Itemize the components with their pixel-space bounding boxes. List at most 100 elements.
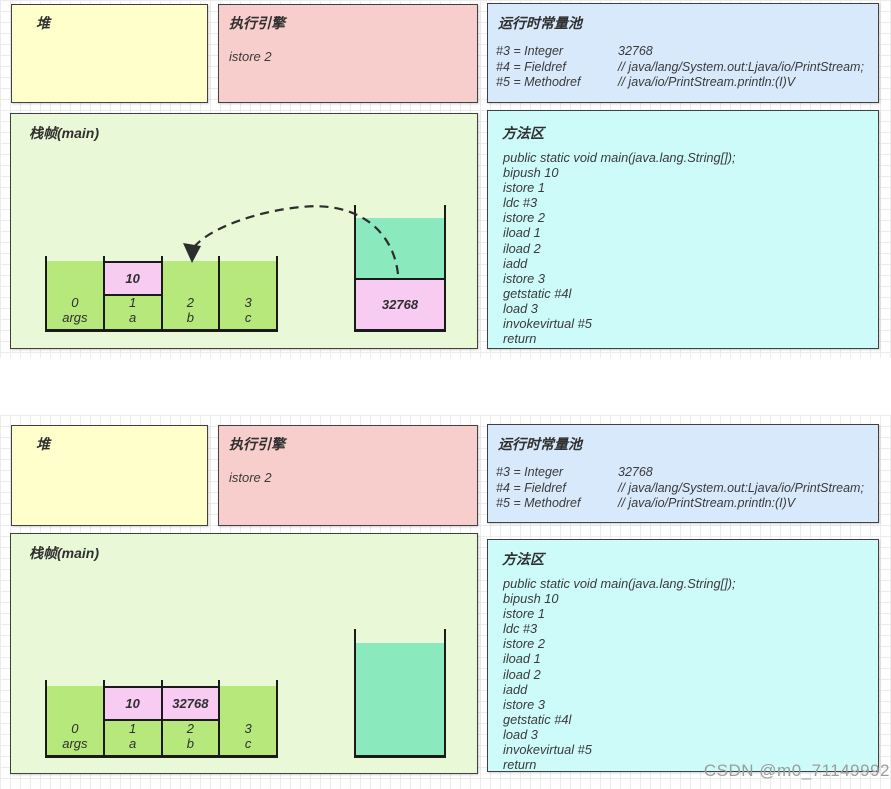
- bytecode-line: load 3: [503, 300, 538, 316]
- constant-pool-entry: #5 = Methodref // java/io/PrintStream.pr…: [496, 496, 878, 512]
- execution-engine-title: 执行引擎: [229, 436, 285, 452]
- runtime-constant-pool-box: 运行时常量池 #3 = Integer 32768 #4 = Fieldref …: [487, 424, 879, 523]
- heap-box: 堆: [11, 4, 208, 103]
- constant-pool-title: 运行时常量池: [498, 436, 582, 452]
- stack-frame-box: 栈帧(main) 0 args 1 0 1 a 2: [10, 113, 478, 349]
- constant-pool-title: 运行时常量池: [498, 15, 582, 31]
- slot-index: 1: [129, 721, 137, 736]
- slot-index: 0: [71, 295, 79, 310]
- bytecode-line: bipush 10: [503, 165, 559, 181]
- slot-name: c: [244, 736, 252, 751]
- bytecode-line: public static void main(java.lang.String…: [503, 150, 736, 165]
- operand-stack: 32768: [354, 205, 446, 332]
- constant-pool-entry: #3 = Integer 32768: [496, 44, 878, 60]
- bytecode-listing: public static void main(java.lang.String…: [503, 150, 878, 346]
- bytecode-line: iadd: [503, 255, 528, 271]
- bytecode-line: iadd: [503, 681, 528, 697]
- entry-value: // java/io/PrintStream.println:(I)V: [618, 75, 796, 89]
- heap-title: 堆: [36, 15, 50, 31]
- entry-name: #5 = Methodref: [496, 496, 581, 510]
- constant-pool-entry: #4 = Fieldref // java/lang/System.out:Lj…: [496, 60, 878, 76]
- bytecode-line: istore 1: [503, 180, 545, 196]
- bytecode-line: istore 3: [503, 270, 545, 286]
- slot-labels: 2 b: [163, 721, 219, 751]
- slot-3: 3 c: [218, 256, 278, 329]
- slot-labels: 2 b: [163, 295, 219, 325]
- bytecode-line: public static void main(java.lang.String…: [503, 576, 736, 591]
- slot-labels: 0 args: [47, 721, 103, 751]
- current-instruction: istore 2: [229, 49, 272, 64]
- slot-index: 1: [129, 295, 137, 310]
- slot-labels: 1 a: [105, 721, 161, 751]
- execution-engine-box: 执行引擎 istore 2: [218, 425, 478, 526]
- slot-fill: [47, 686, 103, 755]
- entry-value: 32768: [618, 465, 653, 479]
- slot-labels: 3 c: [220, 295, 276, 325]
- entry-value: // java/lang/System.out:Ljava/io/PrintSt…: [618, 480, 864, 495]
- bytecode-line: iload 2: [503, 240, 541, 256]
- entry-name: #4 = Fieldref: [496, 480, 566, 495]
- slot-name: args: [62, 310, 88, 325]
- slot-index: 3: [244, 295, 252, 310]
- bytecode-line: invokevirtual #5: [503, 742, 592, 758]
- runtime-constant-pool-box: 运行时常量池 #3 = Integer 32768 #4 = Fieldref …: [487, 3, 879, 103]
- entry-name: #3 = Integer: [496, 465, 564, 479]
- stack-frame-box: 栈帧(main) 0 args 10 1 a 32768: [10, 533, 478, 774]
- bytecode-line: invokevirtual #5: [503, 316, 592, 332]
- bytecode-line: getstatic #4l: [503, 285, 572, 301]
- method-area-box: 方法区 public static void main(java.lang.St…: [487, 539, 879, 772]
- slot-index: 0: [71, 721, 79, 736]
- watermark: CSDN @m0_71149992: [703, 761, 890, 780]
- slot-0: 0 args: [45, 680, 103, 755]
- bytecode-line: bipush 10: [503, 591, 559, 607]
- constant-pool-entries: #3 = Integer 32768 #4 = Fieldref // java…: [496, 44, 878, 91]
- operand-stack-empty-space: [356, 629, 444, 643]
- stack-frame-title: 栈帧(main): [29, 545, 99, 561]
- slot-fill: [47, 261, 103, 329]
- local-variable-slots: 0 args 1 0 1 a 2 b: [45, 256, 278, 332]
- slot-name: a: [129, 736, 137, 751]
- slot-value: 32768: [160, 686, 221, 721]
- local-variable-slots: 0 args 10 1 a 32768 2 b: [45, 680, 278, 758]
- bytecode-listing: public static void main(java.lang.String…: [503, 576, 878, 772]
- bytecode-line: ldc #3: [503, 195, 538, 211]
- operand-stack-empty-space: [356, 205, 444, 218]
- slot-0: 0 args: [45, 256, 103, 329]
- slot-labels: 3 c: [220, 721, 276, 751]
- slot-fill: [220, 686, 276, 755]
- bytecode-line: istore 3: [503, 696, 545, 712]
- slot-index: 2: [186, 721, 194, 736]
- slot-labels: 1 a: [105, 295, 161, 325]
- bytecode-line: iload 2: [503, 666, 541, 682]
- slot-name: a: [129, 310, 137, 325]
- bytecode-line: getstatic #4l: [503, 711, 572, 727]
- bytecode-line: iload 1: [503, 225, 541, 241]
- method-area-title: 方法区: [502, 551, 544, 567]
- entry-value: // java/lang/System.out:Ljava/io/PrintSt…: [618, 59, 864, 74]
- operand-stack-fill: [356, 218, 444, 278]
- slot-value: 10: [102, 686, 163, 721]
- slot-name: c: [244, 310, 252, 325]
- bytecode-line: return: [503, 757, 537, 773]
- slot-2: 2 b: [160, 256, 219, 329]
- slot-1: 10 1 a: [102, 680, 163, 755]
- bytecode-line: istore 2: [503, 210, 545, 226]
- entry-value: // java/io/PrintStream.println:(I)V: [618, 496, 796, 510]
- execution-engine-title: 执行引擎: [229, 15, 285, 31]
- bytecode-line: iload 1: [503, 651, 541, 667]
- heap-title: 堆: [36, 436, 50, 452]
- entry-value: 32768: [618, 44, 653, 58]
- constant-pool-entry: #3 = Integer 32768: [496, 465, 878, 481]
- stack-frame-title: 栈帧(main): [29, 125, 99, 141]
- slot-name: b: [186, 736, 194, 751]
- bytecode-line: load 3: [503, 726, 538, 742]
- slot-name: args: [62, 736, 88, 751]
- current-instruction: istore 2: [229, 470, 272, 485]
- bytecode-line: istore 2: [503, 636, 545, 652]
- slot-3: 3 c: [218, 680, 278, 755]
- bytecode-line: return: [503, 331, 537, 347]
- slot-index: 2: [186, 295, 194, 310]
- slot-labels: 0 args: [47, 295, 103, 325]
- entry-name: #3 = Integer: [496, 44, 564, 58]
